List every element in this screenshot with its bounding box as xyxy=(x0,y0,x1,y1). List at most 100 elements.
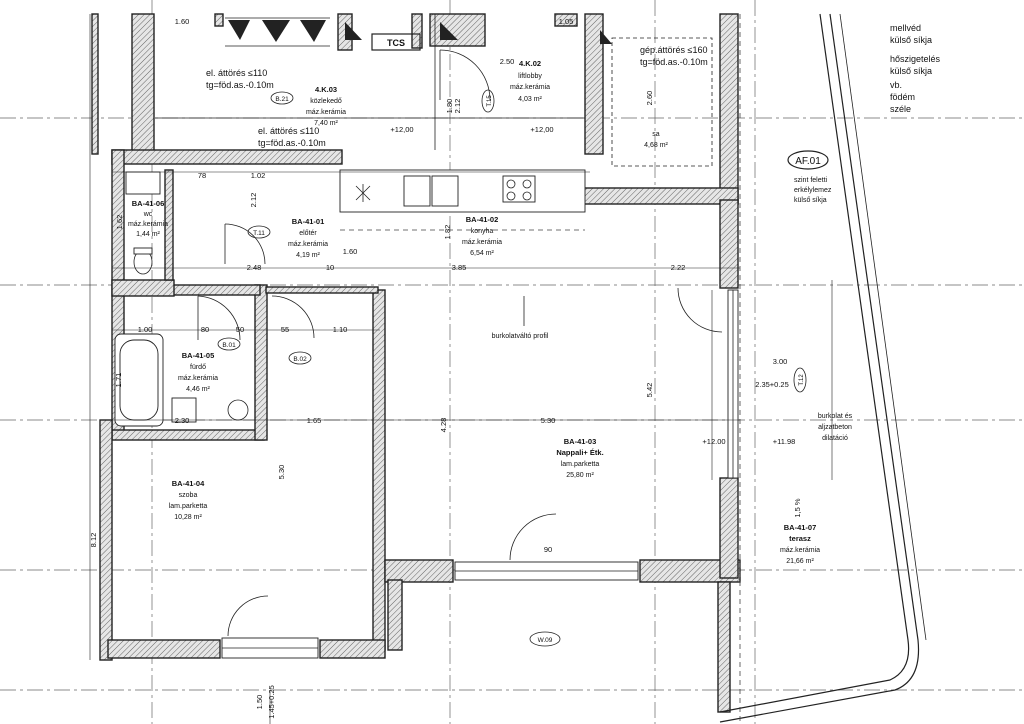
slope-label: 1,5 % xyxy=(793,498,802,518)
room-hall: BA-41-01 előtér máz.kerámia 4,19 m² xyxy=(288,217,328,259)
room-area: 25,80 m² xyxy=(566,472,594,479)
svg-text:külső síkja: külső síkja xyxy=(794,197,827,204)
svg-text:aljzatbeton: aljzatbeton xyxy=(818,424,852,431)
room-bedroom: BA-41-04 szoba lam.parketta 10,28 m² xyxy=(169,479,208,521)
windows xyxy=(221,289,739,659)
bath-fixtures xyxy=(114,171,249,427)
room-shaft: sa 4,68 m² xyxy=(644,131,668,149)
room-kitchen: BA-41-02 konyha máz.kerámia 6,54 m² xyxy=(462,215,502,257)
svg-text:el. áttörés ≤110: el. áttörés ≤110 xyxy=(258,126,319,136)
svg-text:55: 55 xyxy=(281,325,289,334)
cut-note-2: el. áttörés ≤110 tg=föd.as.-0.10m xyxy=(258,126,326,148)
terrace-edge xyxy=(719,13,927,724)
svg-text:1.82: 1.82 xyxy=(443,225,452,240)
svg-text:tg=föd.as.-0.10m: tg=föd.as.-0.10m xyxy=(258,138,326,148)
svg-text:2.30: 2.30 xyxy=(175,416,190,425)
elevation-mark: +12,00 xyxy=(530,125,553,134)
svg-text:2.48: 2.48 xyxy=(247,263,262,272)
room-code: BA-41-06 xyxy=(132,199,165,208)
svg-text:90: 90 xyxy=(544,545,552,554)
dimension-texts: 1.60 1.05 2.50 1.02 78 1.00 80 50 1.10 1… xyxy=(89,17,789,719)
room-corridor: 4.K.03 közlekedő máz.kerámia 7,40 m² xyxy=(306,85,346,127)
svg-text:2.12: 2.12 xyxy=(249,193,258,208)
room-code: BA-41-04 xyxy=(172,479,205,488)
svg-text:el. áttörés ≤110: el. áttörés ≤110 xyxy=(206,68,267,78)
cut-note-3: gép.áttörés ≤160 tg=föd.as.-0.10m xyxy=(640,45,708,67)
room-bath: BA-41-05 fürdő máz.kerámia 4,46 m² xyxy=(178,351,218,393)
room-code: BA-41-05 xyxy=(182,351,215,360)
room-area: 4,46 m² xyxy=(186,386,210,393)
svg-text:78: 78 xyxy=(198,171,206,180)
af-tag-label: AF.01 xyxy=(795,156,821,167)
svg-text:4.28: 4.28 xyxy=(439,418,448,433)
room-name: közlekedő xyxy=(310,98,342,105)
svg-text:1.45+0.25: 1.45+0.25 xyxy=(267,685,276,719)
svg-text:5.30: 5.30 xyxy=(277,465,286,480)
svg-text:2.60: 2.60 xyxy=(645,91,654,106)
room-name: előtér xyxy=(299,230,317,237)
room-area: 6,54 m² xyxy=(470,250,494,257)
svg-text:széle: széle xyxy=(890,104,911,114)
svg-text:50: 50 xyxy=(236,325,244,334)
room-code: BA-41-02 xyxy=(466,215,499,224)
tag-b01: B.01 xyxy=(222,342,236,349)
svg-text:külső síkja: külső síkja xyxy=(890,66,932,76)
room-name: terasz xyxy=(789,534,811,543)
svg-text:3.85: 3.85 xyxy=(452,263,467,272)
tag-b21: B.21 xyxy=(275,96,289,103)
svg-text:1.10: 1.10 xyxy=(333,325,348,334)
dimension-lines xyxy=(89,14,833,724)
svg-text:3.00: 3.00 xyxy=(773,357,788,366)
tag-t15: T.15 xyxy=(487,95,493,107)
room-area: 10,28 m² xyxy=(174,514,202,521)
room-lobby: 4.K.02 liftlobby máz.kerámia 4,03 m² xyxy=(510,59,550,103)
svg-text:2.50: 2.50 xyxy=(500,57,515,66)
room-name: szoba xyxy=(179,492,198,499)
room-area: 1,44 m² xyxy=(136,231,160,238)
svg-text:8.12: 8.12 xyxy=(89,533,98,548)
svg-text:tg=föd.as.-0.10m: tg=föd.as.-0.10m xyxy=(206,80,274,90)
svg-text:2.35+0.25: 2.35+0.25 xyxy=(755,380,789,389)
room-area: 4,68 m² xyxy=(644,142,668,149)
svg-text:dilatáció: dilatáció xyxy=(822,435,848,442)
slab-note: vb. födém széle xyxy=(890,80,915,114)
insulation-note: hőszigetelés külső síkja xyxy=(890,54,941,76)
room-finish: máz.kerámia xyxy=(510,84,550,91)
svg-text:erkélylemez: erkélylemez xyxy=(794,187,832,194)
svg-text:5.42: 5.42 xyxy=(645,383,654,398)
doors xyxy=(197,49,723,637)
room-code: sa xyxy=(652,131,660,138)
svg-text:80: 80 xyxy=(201,325,209,334)
room-name: Nappali+ Étk. xyxy=(556,448,603,457)
room-finish: máz.kerámia xyxy=(288,241,328,248)
room-area: 21,66 m² xyxy=(786,558,814,565)
svg-text:1.05: 1.05 xyxy=(559,17,574,26)
element-tags: B.21 T.11 B.01 B.02 T.15 T.12 W.09 xyxy=(217,89,807,647)
svg-text:födém: födém xyxy=(890,92,915,102)
svg-text:vb.: vb. xyxy=(890,80,902,90)
svg-text:1.62: 1.62 xyxy=(115,215,124,230)
svg-text:5.30: 5.30 xyxy=(541,416,556,425)
room-finish: lam.parketta xyxy=(169,503,208,510)
room-code: BA-41-07 xyxy=(784,523,817,532)
svg-text:külső síkja: külső síkja xyxy=(890,35,932,45)
svg-text:2.22: 2.22 xyxy=(671,263,686,272)
room-area: 4,19 m² xyxy=(296,252,320,259)
room-code: BA-41-01 xyxy=(292,217,325,226)
svg-text:gép.áttörés ≤160: gép.áttörés ≤160 xyxy=(640,45,708,55)
room-finish: máz.kerámia xyxy=(128,221,168,228)
svg-text:1.50: 1.50 xyxy=(255,695,264,710)
svg-text:2.12: 2.12 xyxy=(453,99,462,114)
svg-text:1.65: 1.65 xyxy=(307,416,322,425)
svg-text:burkolat és: burkolat és xyxy=(818,413,853,420)
svg-text:mellvéd: mellvéd xyxy=(890,23,921,33)
room-code: 4.K.02 xyxy=(519,59,541,68)
floor-profile-note: burkolatváltó profil xyxy=(492,333,549,340)
svg-text:tg=föd.as.-0.10m: tg=föd.as.-0.10m xyxy=(640,57,708,67)
room-finish: máz.kerámia xyxy=(178,375,218,382)
railing-note: mellvéd külső síkja xyxy=(890,23,932,45)
lift-shafts xyxy=(225,17,612,47)
elevation-mark: +12,00 xyxy=(390,125,413,134)
dilatation-note: burkolat és aljzatbeton dilatáció xyxy=(818,413,853,442)
